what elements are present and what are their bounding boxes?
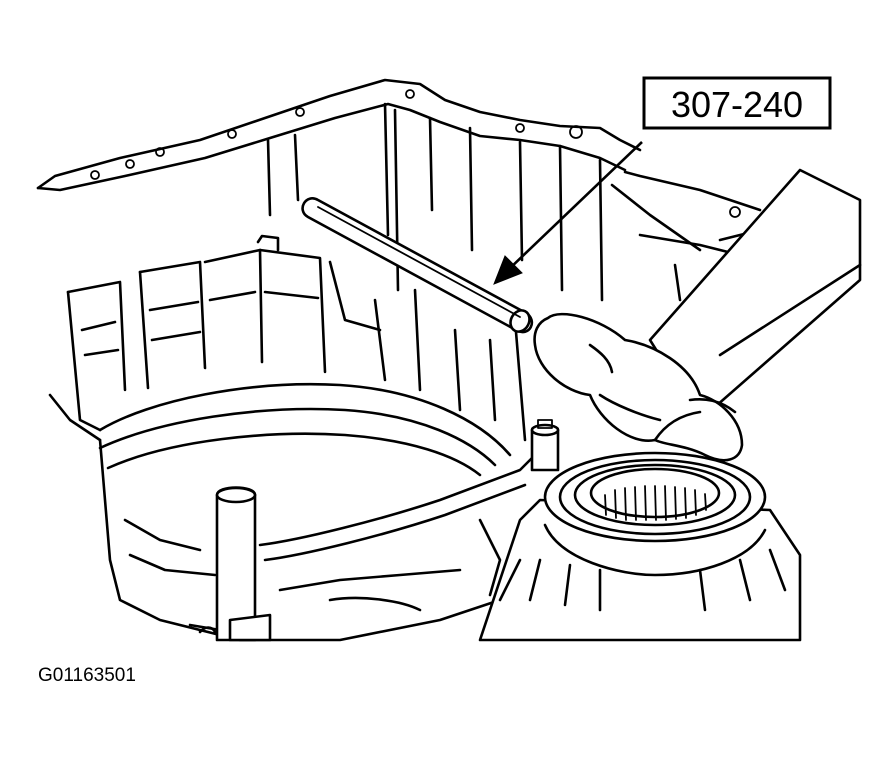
hammer: [533, 168, 862, 462]
callout-box: 307-240: [642, 76, 832, 130]
figure-id: G01163501: [38, 665, 136, 686]
seal-bearing: [478, 451, 802, 642]
clutch-drum: [66, 234, 527, 477]
case-flange: [36, 78, 741, 218]
case-interior: [98, 438, 537, 642]
special-tool-rod: [301, 197, 534, 334]
callout-leader-arrow: [493, 141, 643, 285]
case-posts: [215, 419, 560, 642]
callout-label: 307-240: [671, 84, 803, 125]
